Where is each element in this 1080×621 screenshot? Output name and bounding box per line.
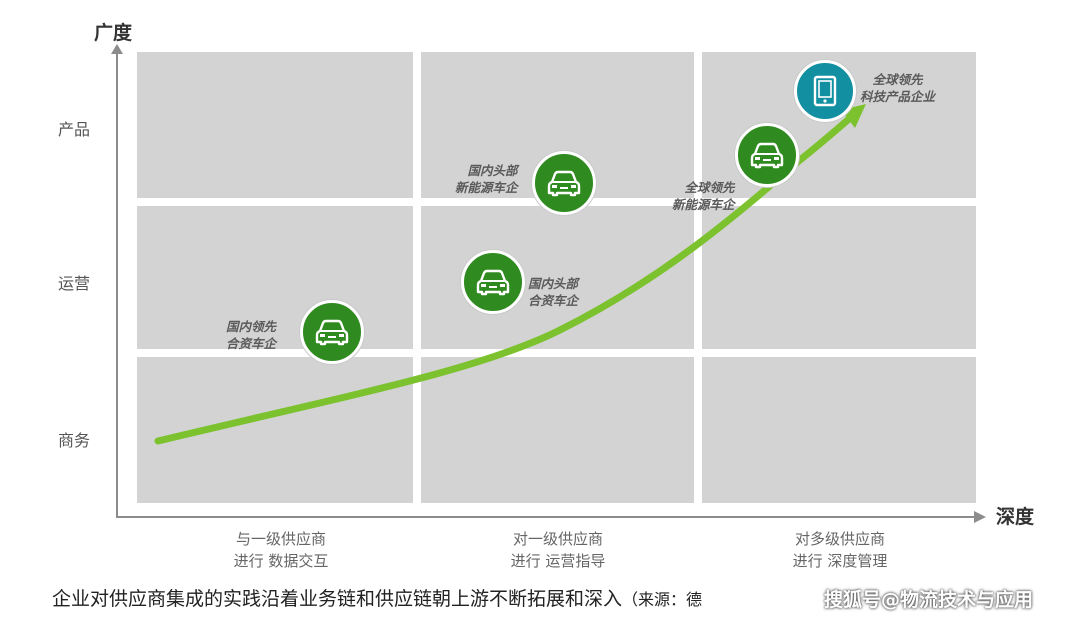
car-icon — [547, 170, 581, 197]
x-axis-title: 深度 — [996, 506, 1035, 528]
car-icon — [750, 142, 784, 169]
y-axis-line — [116, 52, 118, 518]
node-domestic-top-jv — [461, 250, 525, 314]
node-label-domestic-top-nev: 国内头部 新能源车企 — [455, 163, 518, 195]
x-axis-arrowhead — [974, 511, 986, 523]
x-level-line1: 对一级供应商 — [512, 530, 603, 548]
caption-text: 企业对供应商集成的实践沿着业务链和供应链朝上游不断拓展和深入 — [52, 588, 623, 610]
x-level-operation-guidance: 对一级供应商 进行 运营指导 — [448, 528, 668, 572]
x-level-line2: 进行 数据交互 — [233, 552, 329, 570]
x-level-line1: 对多级供应商 — [794, 530, 885, 548]
y-level-product: 产品 — [58, 120, 91, 139]
grid-cell-mid-left — [137, 206, 413, 349]
y-level-business: 商务 — [58, 431, 91, 450]
grid-cell-bottom-right — [702, 357, 976, 503]
grid-cell-bottom-middle — [421, 357, 694, 503]
watermark: 搜狐号@物流技术与应用 — [824, 589, 1034, 611]
car-icon — [476, 269, 510, 296]
x-level-deep-management: 对多级供应商 进行 深度管理 — [730, 528, 950, 572]
node-global-leading-tech — [794, 60, 856, 122]
x-level-line2: 进行 深度管理 — [792, 552, 888, 570]
node-label-global-leading-tech: 全球领先 科技产品企业 — [860, 72, 936, 104]
x-level-line2: 进行 运营指导 — [510, 552, 606, 570]
x-level-data-exchange: 与一级供应商 进行 数据交互 — [171, 528, 391, 572]
y-level-operation: 运营 — [58, 274, 91, 293]
figure-caption: 企业对供应商集成的实践沿着业务链和供应链朝上游不断拓展和深入（来源：德 — [52, 584, 702, 611]
x-axis-line — [116, 516, 976, 518]
tablet-icon — [813, 75, 837, 107]
growth-arrow-curve — [154, 114, 854, 445]
x-level-line1: 与一级供应商 — [235, 530, 326, 548]
node-label-domestic-top-jv: 国内头部 合资车企 — [528, 276, 579, 308]
grid-cell-bottom-left — [137, 357, 413, 503]
node-global-leading-nev — [735, 123, 799, 187]
y-axis-arrowhead — [111, 44, 123, 54]
node-label-domestic-leading-jv: 国内领先 合资车企 — [226, 319, 277, 351]
node-domestic-leading-jv — [300, 300, 364, 364]
car-icon — [315, 319, 349, 346]
caption-source: （来源：德 — [622, 590, 703, 609]
node-label-global-leading-nev: 全球领先 新能源车企 — [672, 180, 735, 212]
grid-cell-top-left — [137, 52, 413, 198]
grid-cell-mid-right — [702, 206, 976, 349]
node-domestic-top-nev — [532, 151, 596, 215]
y-axis-title: 广度 — [94, 22, 133, 44]
